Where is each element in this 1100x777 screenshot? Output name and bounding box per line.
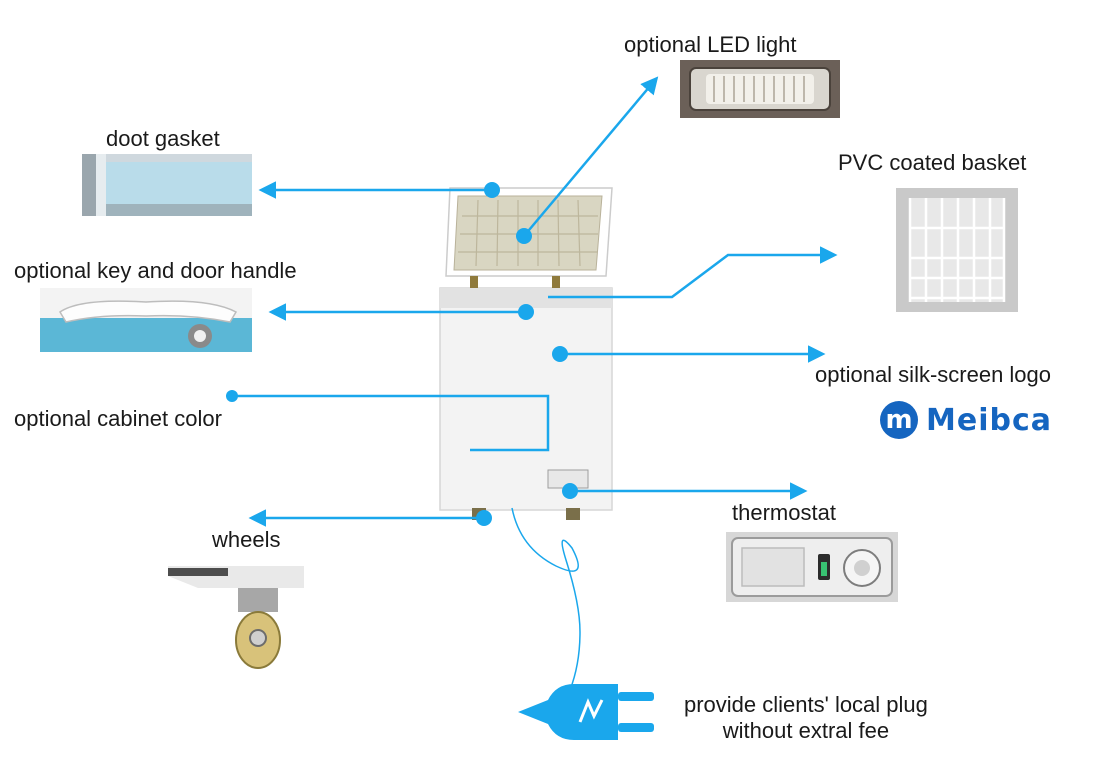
leader-lines <box>232 76 838 527</box>
meibca-logo: m Meibca <box>880 400 1052 440</box>
logo-mark: m <box>880 401 918 439</box>
wheels-dot <box>476 510 492 526</box>
cabinet-color-dot <box>226 390 238 402</box>
plug-icon <box>518 684 654 740</box>
door-gasket-photo <box>82 154 252 216</box>
leader-dots <box>226 182 578 526</box>
thermostat-dot <box>562 483 578 499</box>
logo-text: Meibca <box>926 402 1052 438</box>
led-light-dot <box>516 228 532 244</box>
cabinet-color-label: optional cabinet color <box>14 406 222 431</box>
wheels-label: wheels <box>212 527 281 552</box>
key-handle-photo <box>40 288 252 352</box>
door-gasket-label: doot gasket <box>106 126 220 151</box>
silk-logo-dot <box>552 346 568 362</box>
led-light-leader <box>523 76 659 237</box>
basket-leader <box>548 246 838 299</box>
thermostat-label: thermostat <box>732 500 836 525</box>
door-gasket-dot <box>484 182 500 198</box>
plug-label-line2: without extral fee <box>722 718 890 743</box>
led-light-label: optional LED light <box>624 32 797 57</box>
key-handle-dot <box>518 304 534 320</box>
power-cord <box>511 507 581 691</box>
cabinet-color-leader <box>232 394 550 452</box>
basket-photo <box>896 188 1018 312</box>
plug-label-line1: provide clients' local plug <box>684 692 928 717</box>
basket-label: PVC coated basket <box>838 150 1027 175</box>
led-light-photo <box>680 60 840 118</box>
silk-logo-label: optional silk-screen logo <box>815 362 1052 387</box>
thermostat-photo <box>726 532 898 602</box>
wheels-photo <box>168 566 304 670</box>
plug-label: provide clients' local plug without extr… <box>684 692 928 744</box>
key-handle-label: optional key and door handle <box>14 258 297 283</box>
